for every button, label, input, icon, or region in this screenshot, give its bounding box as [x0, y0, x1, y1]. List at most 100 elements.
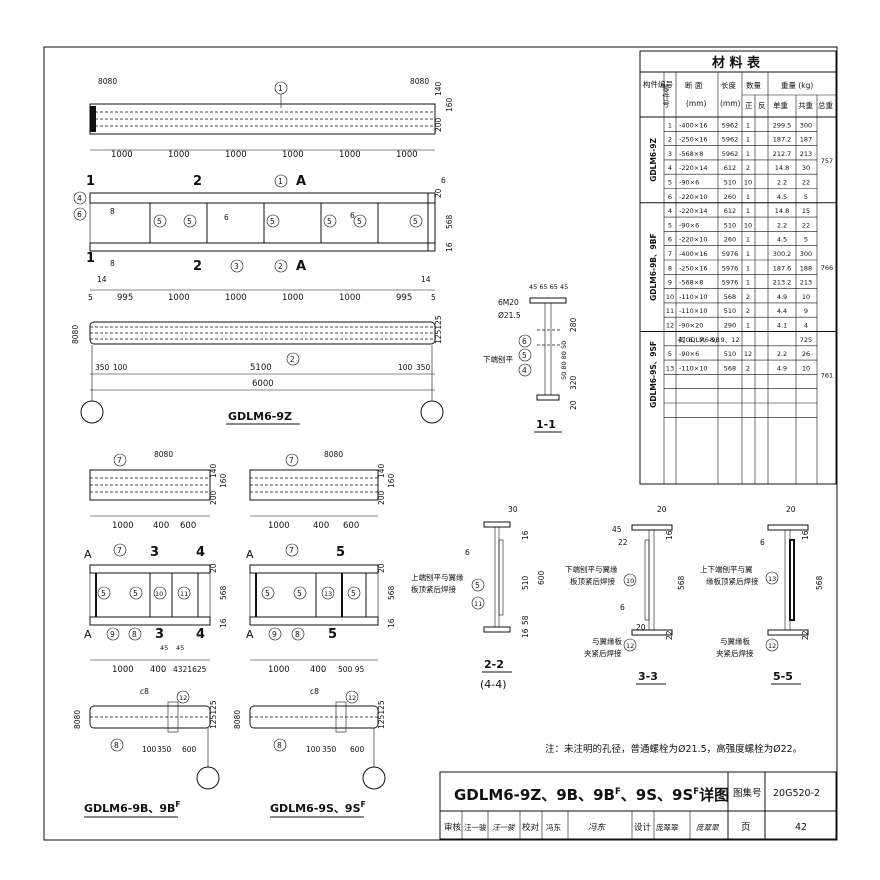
table-cell: 260 — [724, 193, 736, 201]
table-cell: 213 — [800, 279, 812, 287]
hdr-qty: 数量 — [746, 80, 761, 90]
table-group-total: 761 — [821, 371, 833, 379]
sec55-dim-20: 20 — [786, 505, 796, 514]
b-dim-16: 16 — [219, 618, 228, 628]
sec-mark-2-top: 2 — [193, 174, 202, 189]
table-cell: 1 — [746, 193, 750, 201]
sec22-weld-6: 6 — [465, 548, 470, 557]
section-1-1: 45 65 65 45 6M20 Ø21.5 6 5 4 下端刨平 280 50… — [483, 283, 578, 433]
svg-text:4: 4 — [77, 194, 82, 203]
section-3-3-label: 3-3 — [638, 670, 658, 683]
table-cell: 9 — [804, 307, 808, 315]
table-cell: 187.6 — [773, 264, 792, 272]
dim-1000-d: 1000 — [282, 150, 304, 160]
table-cell: 1 — [746, 236, 750, 244]
checker-name: 冯东 — [546, 822, 561, 832]
sec55-note-c: 与翼缘板 — [720, 636, 750, 646]
dim-1000-h: 1000 — [225, 293, 247, 303]
table-cell: 1 — [746, 207, 750, 215]
table-cell: 4.5 — [777, 236, 787, 244]
dim-14-right: 14 — [421, 275, 431, 284]
table-cell: 568 — [724, 293, 736, 301]
table-cell: -90×6 — [679, 350, 699, 358]
table-cell: 300 — [800, 250, 812, 258]
table-cell: 4.5 — [777, 193, 787, 201]
table-cell: 10 — [666, 293, 674, 301]
note-lower-planed: 下端刨平 — [483, 354, 513, 364]
table-cell: -110×10 — [679, 307, 707, 315]
b-dim-600: 600 — [180, 521, 196, 531]
table-member-no: GDLM6-9S、9SF — [649, 341, 658, 408]
hdr-section: 断 面 — [685, 80, 703, 90]
svg-text:11: 11 — [180, 590, 188, 598]
table-cell: 12 — [744, 350, 752, 358]
table-member-no: GDLM6-9Z — [649, 138, 658, 182]
svg-text:9: 9 — [272, 630, 277, 639]
s-dim-568: 568 — [387, 585, 396, 600]
hdr-length-unit: (mm) — [720, 99, 741, 108]
table-cell: 10 — [802, 364, 810, 372]
dim-8080-right: 8080 — [410, 77, 429, 86]
table-cell: 299.5 — [773, 121, 792, 129]
sec-mark-2-bottom: 2 — [193, 259, 202, 274]
svg-text:1: 1 — [278, 84, 283, 93]
sec33-dim-22: 22 — [618, 538, 628, 547]
dim-995-right: 995 — [396, 293, 412, 303]
sec11-top-dims: 45 65 65 45 — [529, 283, 568, 291]
s-sec-5-bottom: 5 — [328, 627, 337, 642]
dim-8080-left: 8080 — [98, 77, 117, 86]
svg-text:9: 9 — [110, 630, 115, 639]
table-cell: 5 — [668, 221, 672, 229]
s-dim-1000: 1000 — [268, 521, 290, 531]
dim-sec11-mid: 50 80 80 50 — [560, 341, 568, 380]
s-dim-600-bottom: 600 — [350, 745, 365, 754]
table-cell: 510 — [724, 350, 736, 358]
svg-text:6: 6 — [522, 337, 527, 346]
b-weld-c8: c8 — [140, 687, 149, 696]
check-label: 校对 — [522, 822, 540, 833]
table-cell: 260 — [724, 236, 736, 244]
table-cell: 1 — [746, 264, 750, 272]
b-sec-3-bottom: 3 — [155, 627, 164, 642]
section-2-2-label: 2-2 — [484, 658, 504, 671]
svg-text:5: 5 — [101, 589, 106, 598]
s-dim-8080-bottom: 8080 — [233, 710, 242, 729]
s-drawing-label: GDLM6-9S、9SF — [270, 800, 366, 815]
sec-mark-a-top: A — [296, 174, 306, 189]
svg-text:5: 5 — [157, 217, 162, 226]
s-dim-125125: 125125 — [377, 700, 386, 729]
table-cell: 4、6、7、8、9、12 — [678, 336, 739, 344]
hdr-unit-wt: 单重 — [773, 100, 788, 110]
reviewer-name: 汪一骏 — [464, 822, 487, 832]
b-dim-1000-front: 1000 — [112, 665, 134, 675]
sec33-dim-20: 20 — [657, 505, 667, 514]
dim-20-sec11: 20 — [569, 400, 578, 410]
table-cell: 300.2 — [773, 250, 792, 258]
sec55-weld-6: 6 — [760, 538, 765, 547]
b-drawing-label: GDLM6-9B、9BF — [84, 800, 181, 815]
table-cell: 4.1 — [777, 322, 787, 330]
table-cell: 510 — [724, 307, 736, 315]
svg-text:7: 7 — [117, 456, 122, 465]
dim-5-right: 5 — [431, 293, 436, 302]
sheet-border — [43, 46, 838, 841]
table-cell: 5962 — [722, 150, 739, 158]
sec55-dim-16: 16 — [801, 530, 810, 540]
weld-6-a: 6 — [224, 213, 229, 222]
table-group-total: 757 — [821, 157, 833, 165]
table-cell: 187 — [800, 136, 812, 144]
hdr-sum-wt: 共重 — [798, 101, 813, 110]
b-dim-45-b: 45 — [176, 644, 184, 652]
b-dim-600-bottom: 600 — [182, 745, 197, 754]
dim-1000-i: 1000 — [282, 293, 304, 303]
atlas-no: 20G520-2 — [773, 788, 820, 799]
b-dim-400-front: 400 — [150, 665, 166, 675]
table-cell: 5 — [804, 193, 808, 201]
hdr-qty-neg: 反 — [758, 100, 766, 110]
table-cell: 同GDLM6-9B — [679, 336, 720, 344]
dim-160: 160 — [445, 97, 454, 112]
s-dim-160: 160 — [387, 473, 396, 488]
svg-text:12: 12 — [348, 694, 356, 702]
table-cell: 13 — [666, 364, 674, 372]
svg-text:13: 13 — [768, 575, 776, 583]
